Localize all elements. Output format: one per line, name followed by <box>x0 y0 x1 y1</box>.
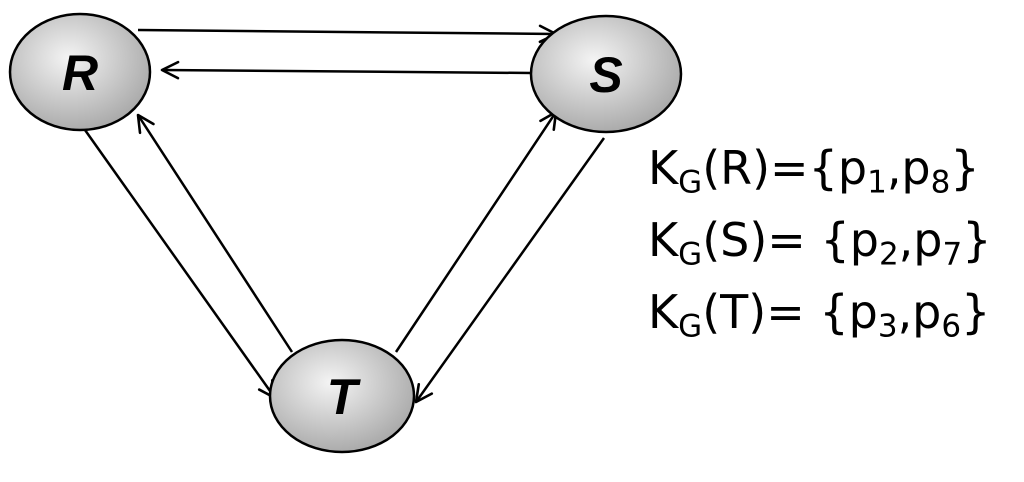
formula-arg: (T)= <box>702 285 820 339</box>
node-r: R <box>8 12 152 132</box>
formula-open: {p <box>808 141 868 195</box>
edge-t-to-s <box>394 110 558 353</box>
formula-sub1: 2 <box>878 236 899 273</box>
node-r-label: R <box>62 45 98 101</box>
formula-mid: ,p <box>898 213 943 267</box>
formula-sub2: 7 <box>942 236 963 273</box>
key-set-formulas: KG(R)={p1,p8} KG(S)= {p2,p7} KG(T)= {p3,… <box>648 140 1020 356</box>
formula-mid: ,p <box>886 141 931 195</box>
edge-t-to-r <box>136 113 294 353</box>
formula-close: } <box>950 141 980 195</box>
node-t: T <box>268 338 416 454</box>
formula-open: {p <box>820 213 879 267</box>
edge-s-to-r <box>160 60 533 80</box>
node-s-shape <box>529 14 683 134</box>
formula-base: K <box>648 213 679 267</box>
formula-close: } <box>961 285 991 339</box>
formula-base: K <box>648 141 679 195</box>
node-r-shape <box>8 12 152 132</box>
formula-base: K <box>648 285 679 339</box>
formula-sub1: 3 <box>877 308 898 345</box>
formula-arg: (S)= <box>702 213 821 267</box>
formula-mid: ,p <box>897 285 942 339</box>
edge-s-to-t <box>414 137 606 404</box>
formula-open: {p <box>819 285 878 339</box>
node-t-label: T <box>327 369 362 425</box>
formula-r: KG(R)={p1,p8} <box>648 140 1020 198</box>
formula-subscript: G <box>678 308 703 345</box>
edges <box>83 24 606 404</box>
node-t-shape <box>268 338 416 454</box>
formula-sub2: 6 <box>941 308 962 345</box>
node-s-label: S <box>589 47 622 103</box>
edge-r-to-t <box>83 129 277 400</box>
formula-s: KG(S)= {p2,p7} <box>648 212 1020 270</box>
formula-subscript: G <box>678 236 703 273</box>
edge-r-to-s <box>137 24 558 44</box>
formula-sub1: 1 <box>867 164 887 201</box>
formula-close: } <box>962 213 992 267</box>
formula-subscript: G <box>678 164 703 201</box>
formula-t: KG(T)= {p3,p6} <box>648 284 1020 342</box>
formula-arg: (R)= <box>702 141 809 195</box>
formula-sub2: 8 <box>930 164 951 201</box>
node-s: S <box>529 14 683 134</box>
